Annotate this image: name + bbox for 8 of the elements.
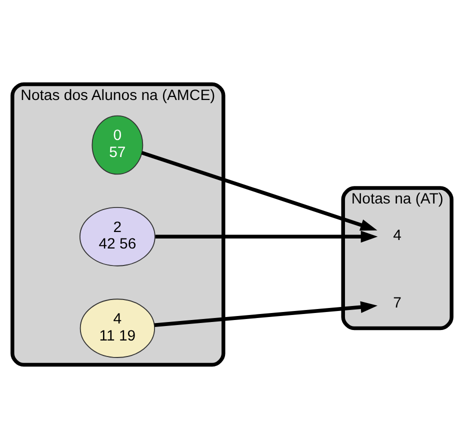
arrow <box>141 150 378 230</box>
node-ellipse: 4 11 19 <box>80 298 156 358</box>
node-ellipse: 0 57 <box>92 114 144 174</box>
arrow <box>155 230 378 242</box>
node-text: 7 <box>393 294 402 312</box>
arrow <box>154 300 378 327</box>
node-text: 4 <box>393 226 402 244</box>
node-ellipse: 2 42 56 <box>79 206 156 266</box>
